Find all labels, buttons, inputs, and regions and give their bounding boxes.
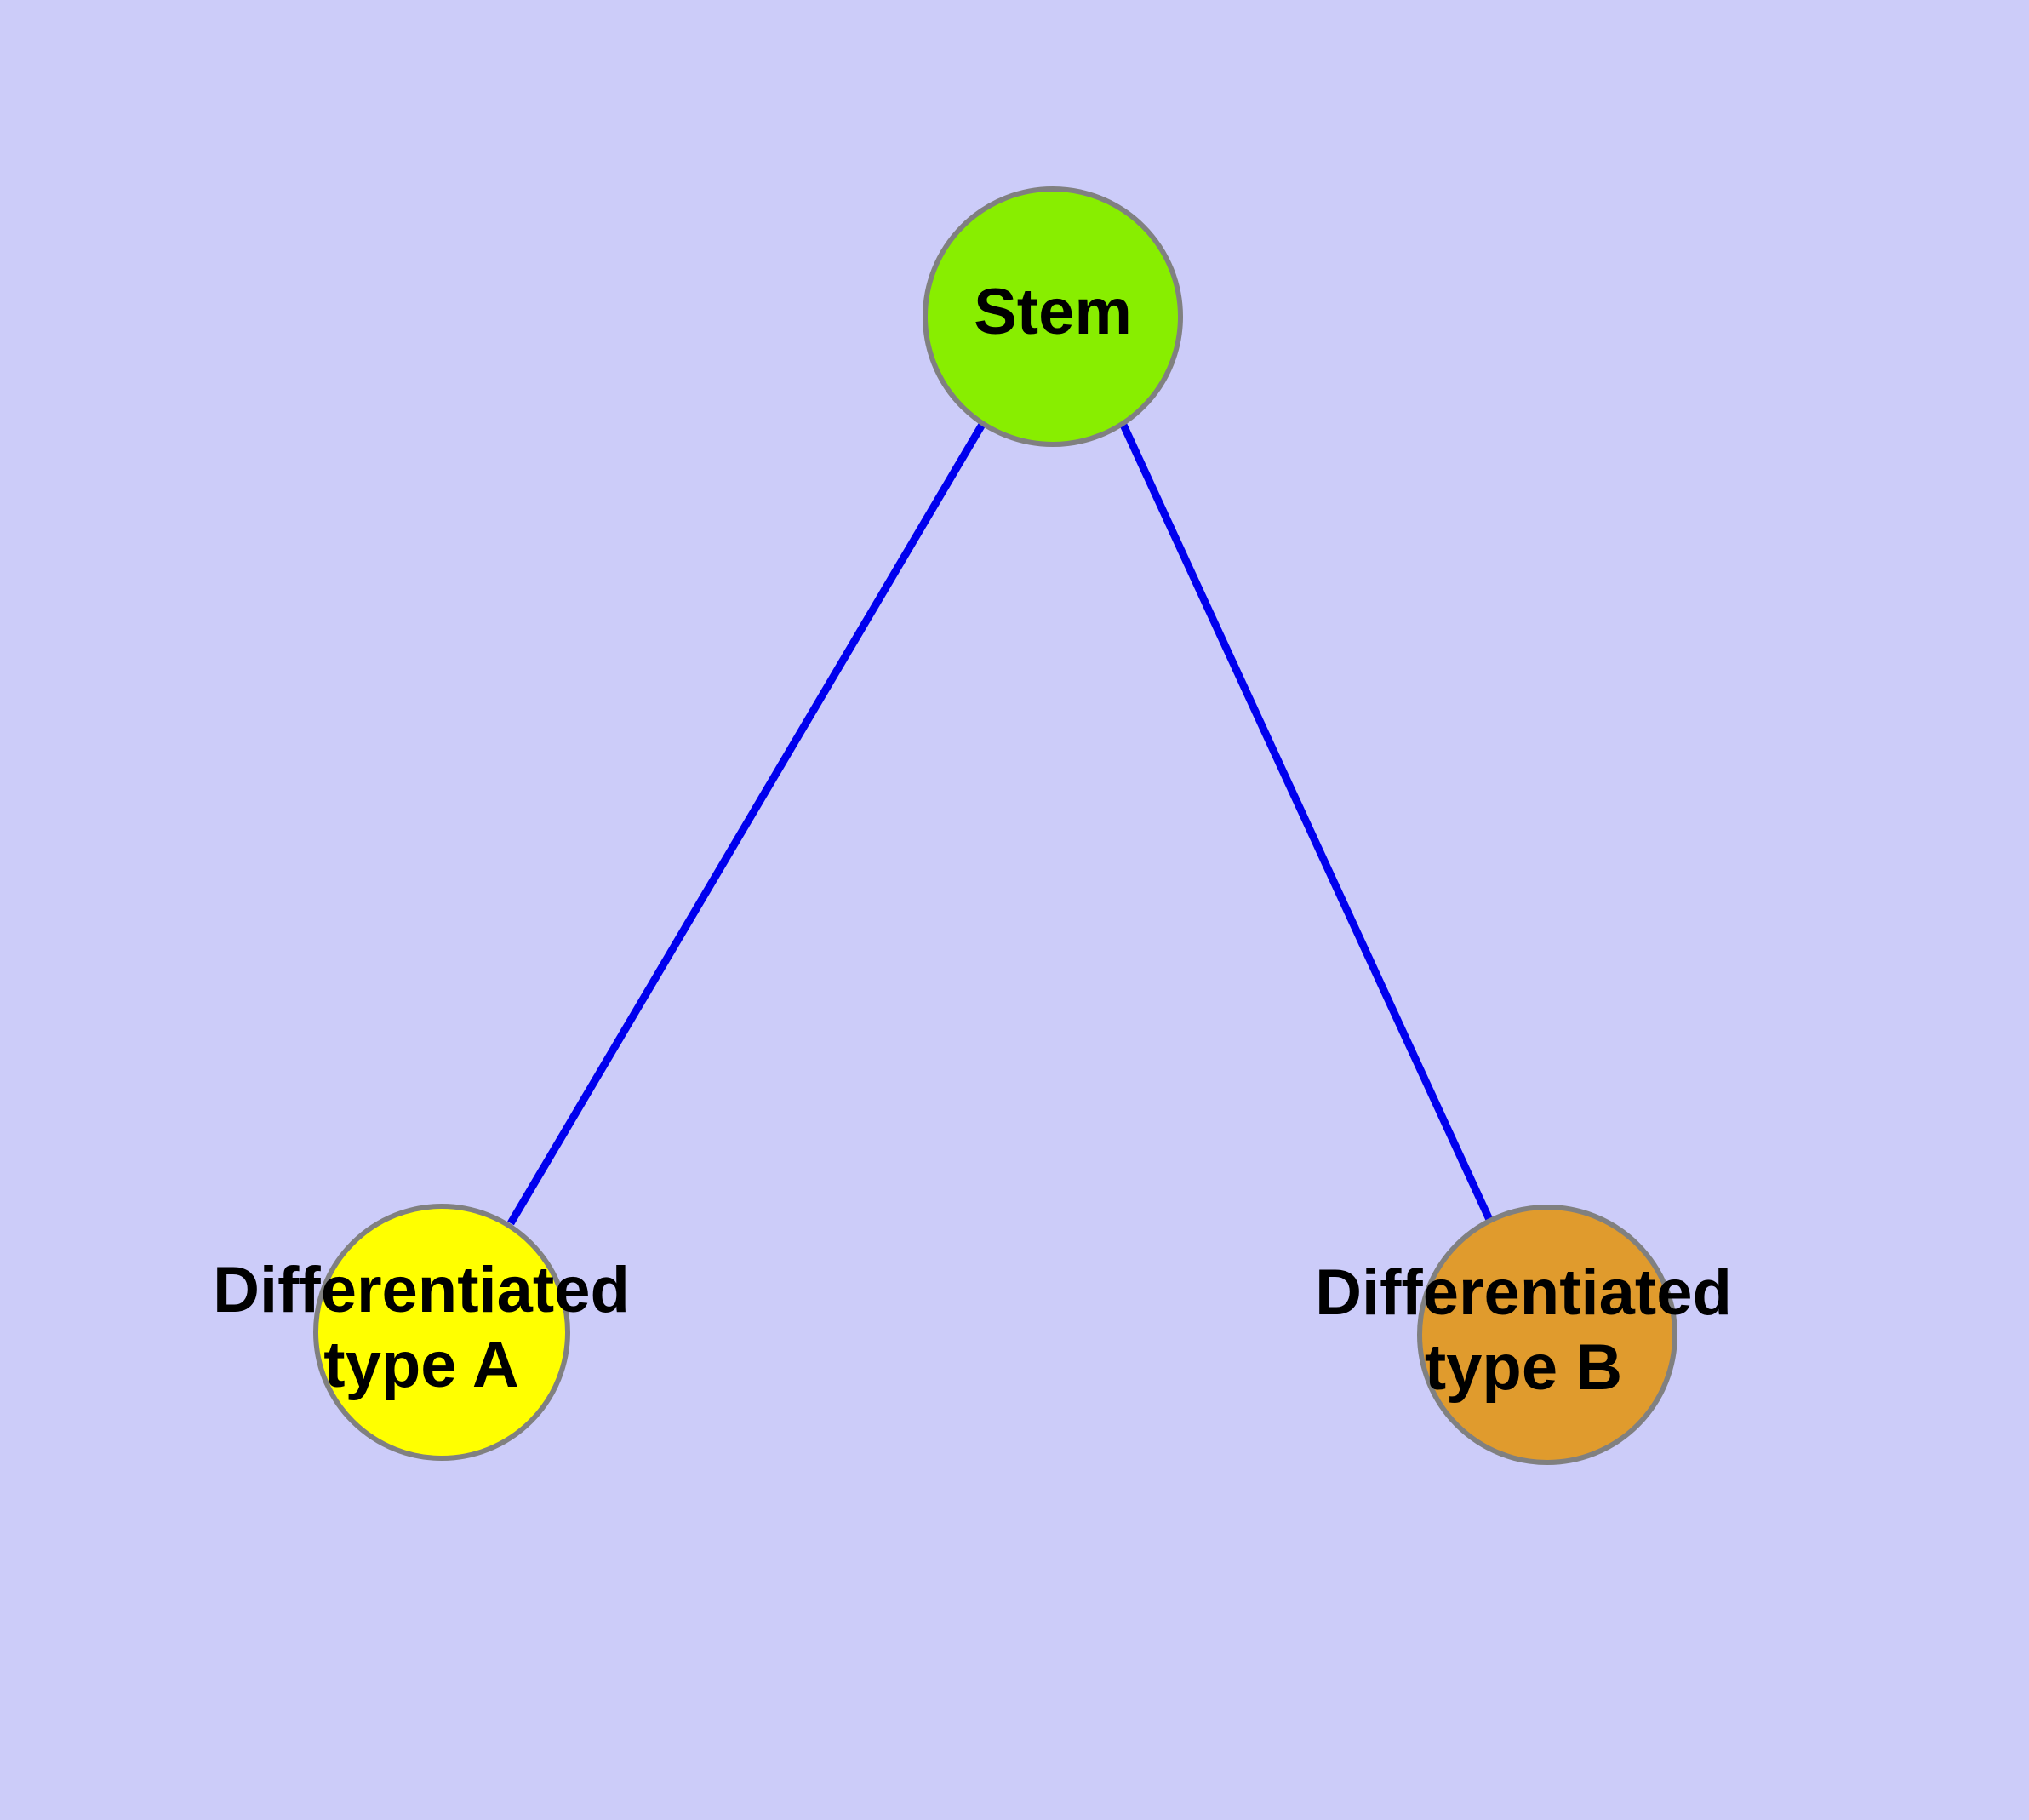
node-stem[interactable]: Stem [923, 186, 1183, 447]
edges-group [507, 421, 1495, 1226]
node-circle-diff-a[interactable] [313, 1204, 570, 1461]
node-label-diff-b-line-2: type B [1425, 1331, 1622, 1404]
edge-stem-to-diff-a[interactable] [507, 421, 986, 1226]
node-label-diff-a-line-2: type A [323, 1329, 518, 1401]
node-circle-diff-b[interactable] [1417, 1205, 1677, 1465]
node-label-diff-a-line-1: Differentiated [213, 1254, 630, 1326]
edge-stem-to-diff-b[interactable] [1118, 421, 1495, 1225]
node-label-diff-b-line-1: Differentiated [1315, 1256, 1732, 1329]
node-label-stem-line-1: Stem [974, 276, 1132, 348]
node-circle-stem[interactable] [923, 186, 1183, 447]
